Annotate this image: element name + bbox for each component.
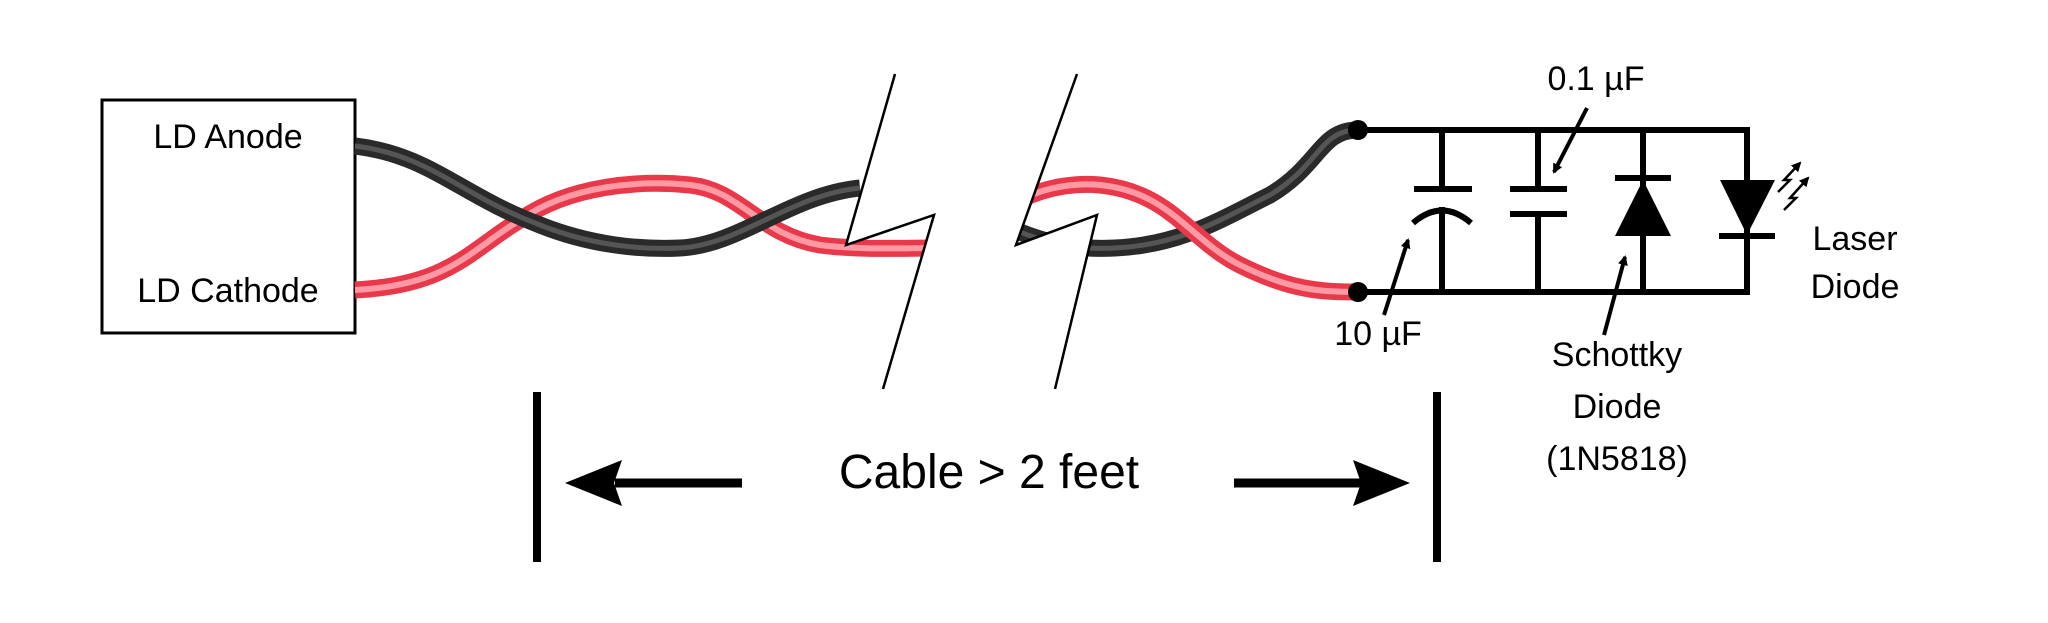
ld-anode-label: LD Anode [153, 118, 302, 156]
driver-box: LD Anode LD Cathode [100, 98, 357, 335]
twisted-pair-left [353, 137, 936, 299]
protection-circuit [1348, 120, 1810, 302]
light-emission-icon [1777, 161, 1810, 211]
schottky-pointer [1602, 255, 1628, 336]
schottky-label: Schottky [1552, 336, 1682, 374]
schottky-label-diode: Diode [1573, 388, 1662, 426]
laser-label: Laser [1812, 220, 1897, 258]
ld-cathode-label: LD Cathode [137, 272, 318, 310]
cable-length-dimension: Cable > 2 feet [533, 392, 1441, 562]
cap-10uf-pointer [1382, 238, 1411, 316]
cable-break-symbol [844, 73, 1099, 390]
cap-0-1uf-pointer [1552, 107, 1589, 174]
capacitor-0-1uf [1510, 130, 1567, 292]
cable-length-label: Cable > 2 feet [839, 446, 1139, 499]
laser-label-diode: Diode [1811, 268, 1900, 306]
schottky-part-number: (1N5818) [1546, 440, 1688, 478]
cap-10uf-label: 10 µF [1334, 315, 1422, 353]
capacitor-10uf [1411, 130, 1473, 292]
right-arrow-icon [1234, 460, 1410, 506]
schottky-diode-symbol [1615, 130, 1671, 292]
laser-diode-symbol [1719, 161, 1810, 239]
left-arrow-icon [565, 460, 742, 506]
cap-0-1uf-label: 0.1 µF [1547, 60, 1644, 98]
